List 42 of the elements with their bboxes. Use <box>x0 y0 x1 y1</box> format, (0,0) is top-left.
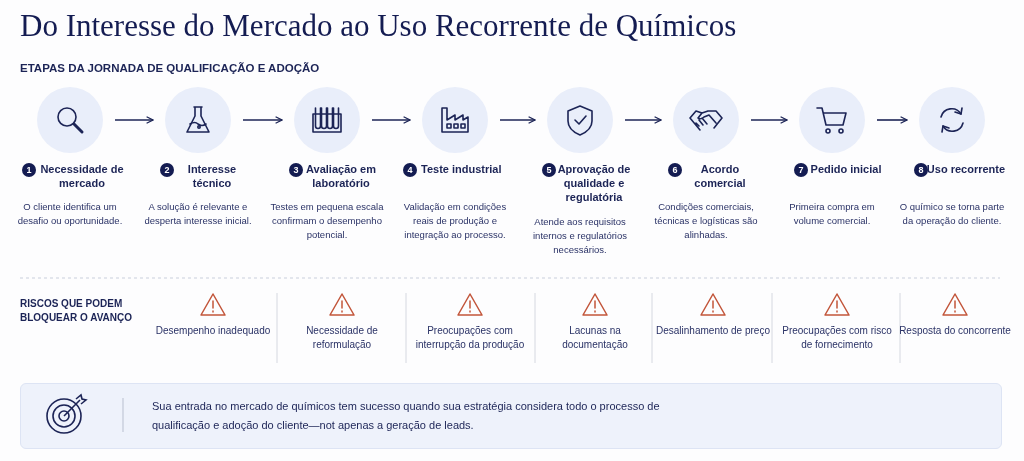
step-title: Aprovação de qualidade e regulatória <box>556 162 632 204</box>
step-description: Validação em condições reais de produção e integração ao processo. <box>402 200 508 242</box>
arrow <box>371 116 411 124</box>
step-description: O químico se torna parte da operação do cliente. <box>898 200 1006 228</box>
callout-text: Sua entrada no mercado de químicos tem sucesso quando sua estratégia considera todo o processo de qualificação e adoção do cliente—not apenas a geração de leads. <box>152 399 661 433</box>
risk-label: Desempenho inadequado <box>155 324 271 338</box>
risk-label: Desalinhamento de preço <box>655 324 771 338</box>
step-description: A solução é relevante e desperta interesse inicial. <box>143 200 253 228</box>
arrow <box>750 116 788 124</box>
step-title: Pedido inicial <box>809 162 883 176</box>
step-number: 5 <box>542 163 556 177</box>
risk-label: Preocupações com interrupção da produção <box>414 324 526 352</box>
step-title: Acordo comercial <box>693 162 747 190</box>
arrow <box>242 116 283 124</box>
step-title: Interesse técnico <box>186 162 238 190</box>
step-number: 7 <box>794 163 808 177</box>
step-number: 1 <box>22 163 36 177</box>
step-description: O cliente identifica um desafio ou oportunidade. <box>16 200 124 228</box>
step-description: Condições comerciais, técnicas e logísticas são alinhadas. <box>653 200 759 242</box>
title: Do Interesse do Mercado ao Uso Recorrente de Químicos <box>20 8 737 44</box>
step-description: Testes em pequena escala confirmam o desempenho potencial. <box>269 200 385 242</box>
arrow <box>624 116 662 124</box>
step-title: Teste industrial <box>421 162 503 176</box>
step-number: 8 <box>914 163 928 177</box>
step-number: 2 <box>160 163 174 177</box>
step-number: 4 <box>403 163 417 177</box>
step-number: 6 <box>668 163 682 177</box>
risk-label: Preocupações com risco de fornecimento <box>781 324 893 352</box>
risk-label: Necessidade de reformulação <box>305 324 379 352</box>
step-title: Uso recorrente <box>925 162 1007 176</box>
step-number: 3 <box>289 163 303 177</box>
section-heading: RISCOS QUE PODEM BLOQUEAR O AVANÇO <box>20 297 134 325</box>
step-description: Primeira compra em volume comercial. <box>788 200 876 228</box>
risk-label: Resposta do concorrente <box>898 324 1012 338</box>
arrow <box>499 116 536 124</box>
arrow <box>876 116 908 124</box>
step-title: Necessidade de mercado <box>39 162 125 190</box>
arrow <box>114 116 154 124</box>
step-title: Avaliação em laboratório <box>305 162 377 190</box>
risk-label: Lacunas na documentação <box>561 324 629 352</box>
step-description: Atende aos requisitos internos e regulatórios necessários. <box>532 215 628 257</box>
section-heading: ETAPAS DA JORNADA DE QUALIFICAÇÃO E ADOÇÃO <box>20 62 320 74</box>
